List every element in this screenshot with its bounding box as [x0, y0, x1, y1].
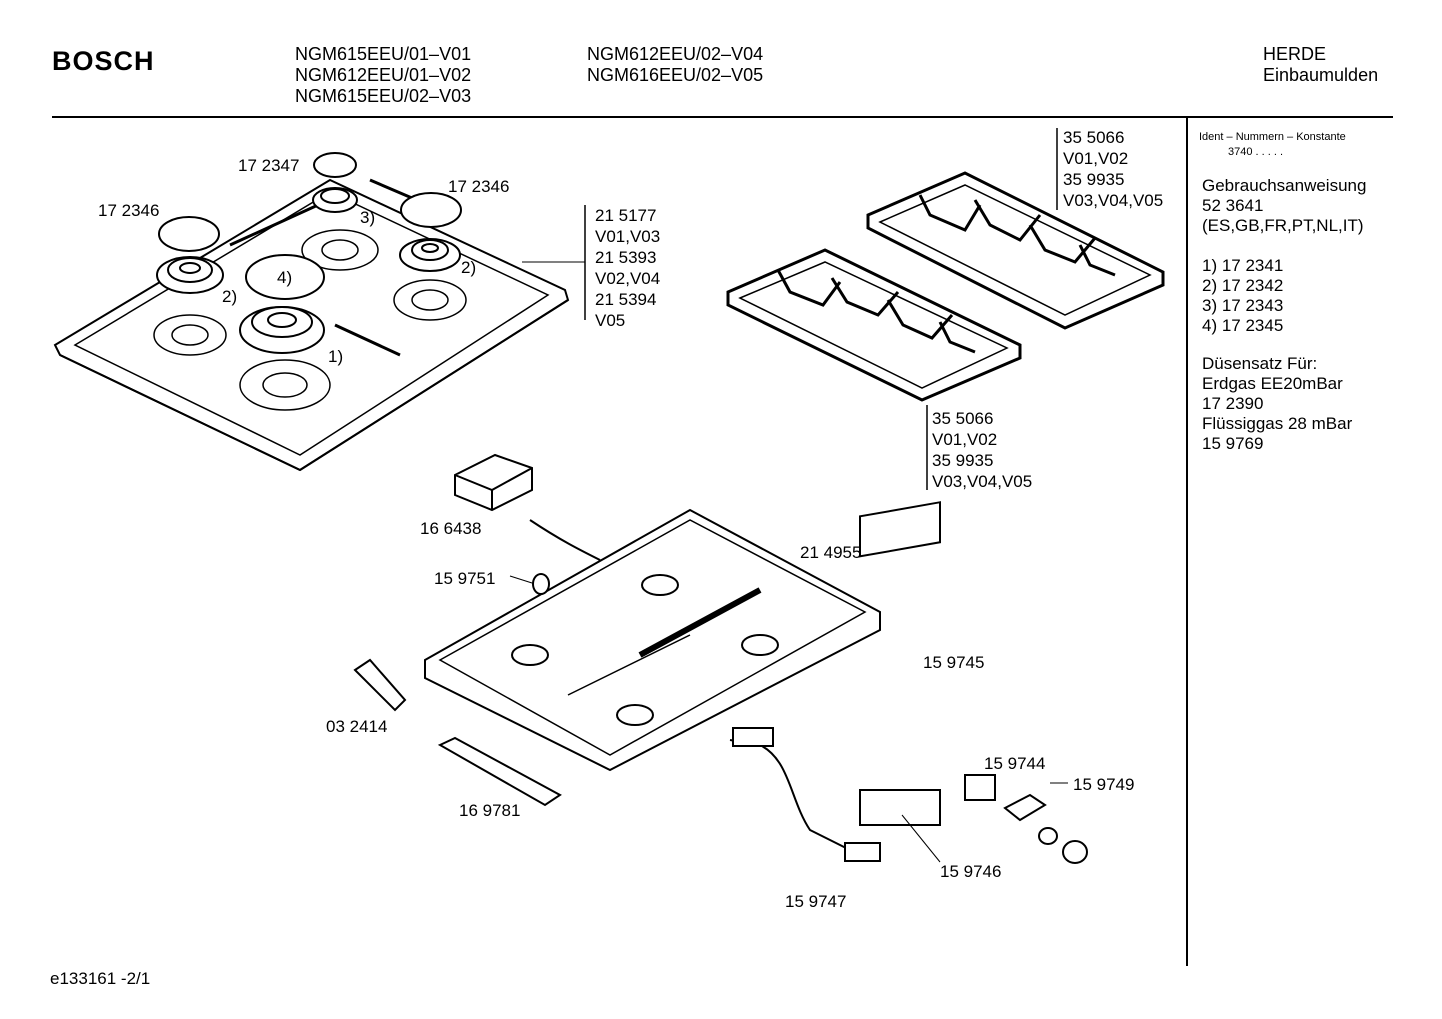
- label-159746: 15 9746: [940, 862, 1002, 881]
- model-list-2: NGM612EEU/02–V04 NGM616EEU/02–V05: [587, 44, 763, 86]
- model: NGM612EEU/02–V04: [587, 44, 764, 64]
- part-variant: V01,V02: [1063, 149, 1129, 168]
- burner-item: 2) 17 2342: [1202, 276, 1284, 295]
- part-variant: V03,V04,V05: [932, 472, 1033, 491]
- gas-pipe: [729, 739, 861, 856]
- ignition-wire: [529, 519, 601, 561]
- model: NGM615EEU/01–V01: [295, 44, 472, 64]
- valve-159747: [844, 842, 881, 862]
- label-032414: 03 2414: [326, 717, 388, 736]
- nozzle-line: Düsensatz Für:: [1202, 354, 1318, 373]
- brand-logo: BOSCH: [52, 46, 155, 76]
- burner-item: 4) 17 2345: [1202, 316, 1284, 335]
- model: NGM616EEU/02–V05: [587, 65, 764, 85]
- part-number: 35 5066: [932, 409, 994, 428]
- label-cap-left: 17 2346: [98, 201, 160, 220]
- nozzle-line: 17 2390: [1202, 394, 1264, 413]
- part-variant: V01,V02: [932, 430, 998, 449]
- category-line: HERDE: [1263, 44, 1327, 64]
- control-knob: [1062, 840, 1088, 864]
- ignition-unit: [859, 789, 941, 826]
- burner-seats: [153, 229, 467, 411]
- burner-caps: [158, 152, 462, 300]
- model: NGM615EEU/02–V03: [295, 86, 472, 106]
- part-number: 35 9935: [1063, 170, 1125, 189]
- grate-top: [866, 171, 1165, 330]
- part-number: 21 5393: [595, 248, 657, 267]
- manual-line: 52 3641: [1202, 196, 1264, 215]
- part-number: 35 9935: [932, 451, 994, 470]
- cable-gland: [532, 573, 550, 595]
- manual-line: (ES,GB,FR,PT,NL,IT): [1202, 216, 1364, 235]
- junction-box: [454, 453, 533, 512]
- part-number: 35 5066: [1063, 128, 1125, 147]
- grate-bottom: [726, 248, 1022, 402]
- label-159751: 15 9751: [434, 569, 496, 588]
- ident-title: Ident – Nummern – Konstante: [1199, 131, 1346, 143]
- ident-value: 3740 . . . . .: [1228, 146, 1284, 158]
- part-variant: V03,V04,V05: [1063, 191, 1164, 210]
- burner-item: 3) 17 2343: [1202, 296, 1284, 315]
- label-166438: 16 6438: [420, 519, 482, 538]
- nozzle-line: Flüssiggas 28 mBar: [1202, 414, 1353, 433]
- nozzle-line: Erdgas EE20mBar: [1202, 374, 1343, 393]
- base-tray: [424, 508, 881, 772]
- bracket-159749: [1003, 793, 1047, 822]
- model: NGM612EEU/01–V02: [295, 65, 472, 85]
- label-169781: 16 9781: [459, 801, 521, 820]
- part-number: 21 5394: [595, 290, 657, 309]
- part-variant: V05: [595, 311, 626, 330]
- bracket-032414: [353, 658, 407, 712]
- insulation-strip: [437, 736, 562, 807]
- marker-2-right: 2): [461, 258, 477, 277]
- label-cap-top: 17 2347: [238, 156, 300, 175]
- marker-2-left: 2): [222, 287, 238, 306]
- footer-reference: e133161 -2/1: [50, 969, 151, 988]
- marker-4: 4): [277, 268, 293, 287]
- nozzle-line: 15 9769: [1202, 434, 1264, 453]
- leader-lines: [509, 575, 1068, 863]
- category-line: Einbaumulden: [1263, 65, 1379, 85]
- grate-bottom-part-list: 35 5066 V01,V02 35 9935 V03,V04,V05: [932, 408, 1032, 492]
- knob-collar: [1038, 827, 1058, 845]
- model-list-1: NGM615EEU/01–V01 NGM612EEU/01–V02 NGM615…: [295, 44, 471, 107]
- part-variant: V02,V04: [595, 269, 661, 288]
- category: HERDE Einbaumulden: [1263, 44, 1378, 86]
- burner-list: 1) 17 2341 2) 17 2342 3) 17 2343 4) 17 2…: [1202, 256, 1283, 336]
- label-159749: 15 9749: [1073, 775, 1135, 794]
- label-cap-right: 17 2346: [448, 177, 510, 196]
- plate-159745: [859, 501, 941, 558]
- label-159747: 15 9747: [785, 892, 847, 911]
- label-214955: 21 4955: [800, 543, 862, 562]
- cover-part-list: 21 5177 V01,V03 21 5393 V02,V04 21 5394 …: [595, 205, 660, 331]
- switch-159744: [964, 774, 996, 801]
- manual-line: Gebrauchsanweisung: [1202, 176, 1367, 195]
- burner-item: 1) 17 2341: [1202, 256, 1284, 275]
- marker-3: 3): [360, 208, 376, 227]
- part-variant: V01,V03: [595, 227, 661, 246]
- label-159745: 15 9745: [923, 653, 985, 672]
- label-159744: 15 9744: [984, 754, 1046, 773]
- grate-top-part-list: 35 5066 V01,V02 35 9935 V03,V04,V05: [1063, 127, 1163, 211]
- marker-1: 1): [328, 347, 344, 366]
- nozzle-info: Düsensatz Für: Erdgas EE20mBar 17 2390 F…: [1202, 354, 1352, 454]
- burner-heads: [156, 187, 461, 354]
- manual-info: Gebrauchsanweisung 52 3641 (ES,GB,FR,PT,…: [1202, 176, 1366, 236]
- part-number: 21 5177: [595, 206, 657, 225]
- valve-block: [732, 727, 774, 747]
